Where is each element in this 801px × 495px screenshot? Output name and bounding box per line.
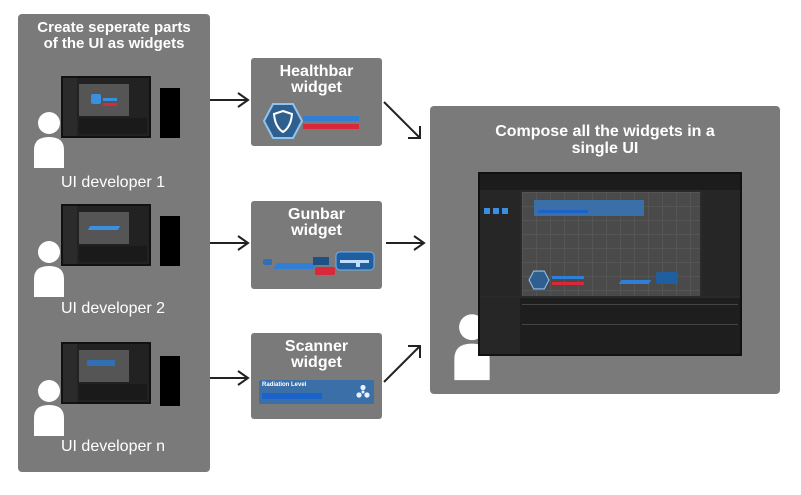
rifle-icon (335, 251, 375, 271)
arrow-icon (210, 92, 250, 108)
person-icon (34, 112, 64, 168)
compose-panel-title: Compose all the widgets in a single UI (495, 123, 715, 157)
person-icon (34, 241, 64, 297)
developer-label: UI developer 2 (60, 300, 166, 317)
gunbar-widget: Gunbar widget (251, 201, 382, 289)
arrow-icon (210, 235, 250, 251)
developer-label: UI developer n (60, 438, 166, 455)
radiation-icon (356, 384, 370, 398)
scanner-widget: Scanner widget Radiation Level (251, 333, 382, 419)
developer-label: UI developer 1 (60, 174, 166, 191)
composed-ui-screenshot (478, 172, 742, 356)
device-icon (160, 88, 180, 138)
healthbar-widget: Healthbar widget (251, 58, 382, 146)
radiation-level-bar (262, 393, 322, 399)
person-icon (34, 380, 64, 436)
arrow-icon (386, 235, 426, 251)
arrow-icon (383, 101, 421, 139)
shield-icon (263, 103, 303, 139)
arrow-icon (383, 345, 421, 383)
left-panel-title: Create seperate parts of the UI as widge… (37, 19, 191, 52)
editor-screenshot (61, 342, 151, 404)
editor-screenshot (61, 204, 151, 266)
compose-panel: Compose all the widgets in a single UI (430, 106, 780, 394)
radiation-level-label: Radiation Level (262, 382, 307, 388)
device-icon (160, 356, 180, 406)
editor-screenshot (61, 76, 151, 138)
device-icon (160, 216, 180, 266)
developers-panel: Create seperate parts of the UI as widge… (18, 14, 210, 472)
arrow-icon (210, 370, 250, 386)
shield-icon (528, 270, 550, 290)
